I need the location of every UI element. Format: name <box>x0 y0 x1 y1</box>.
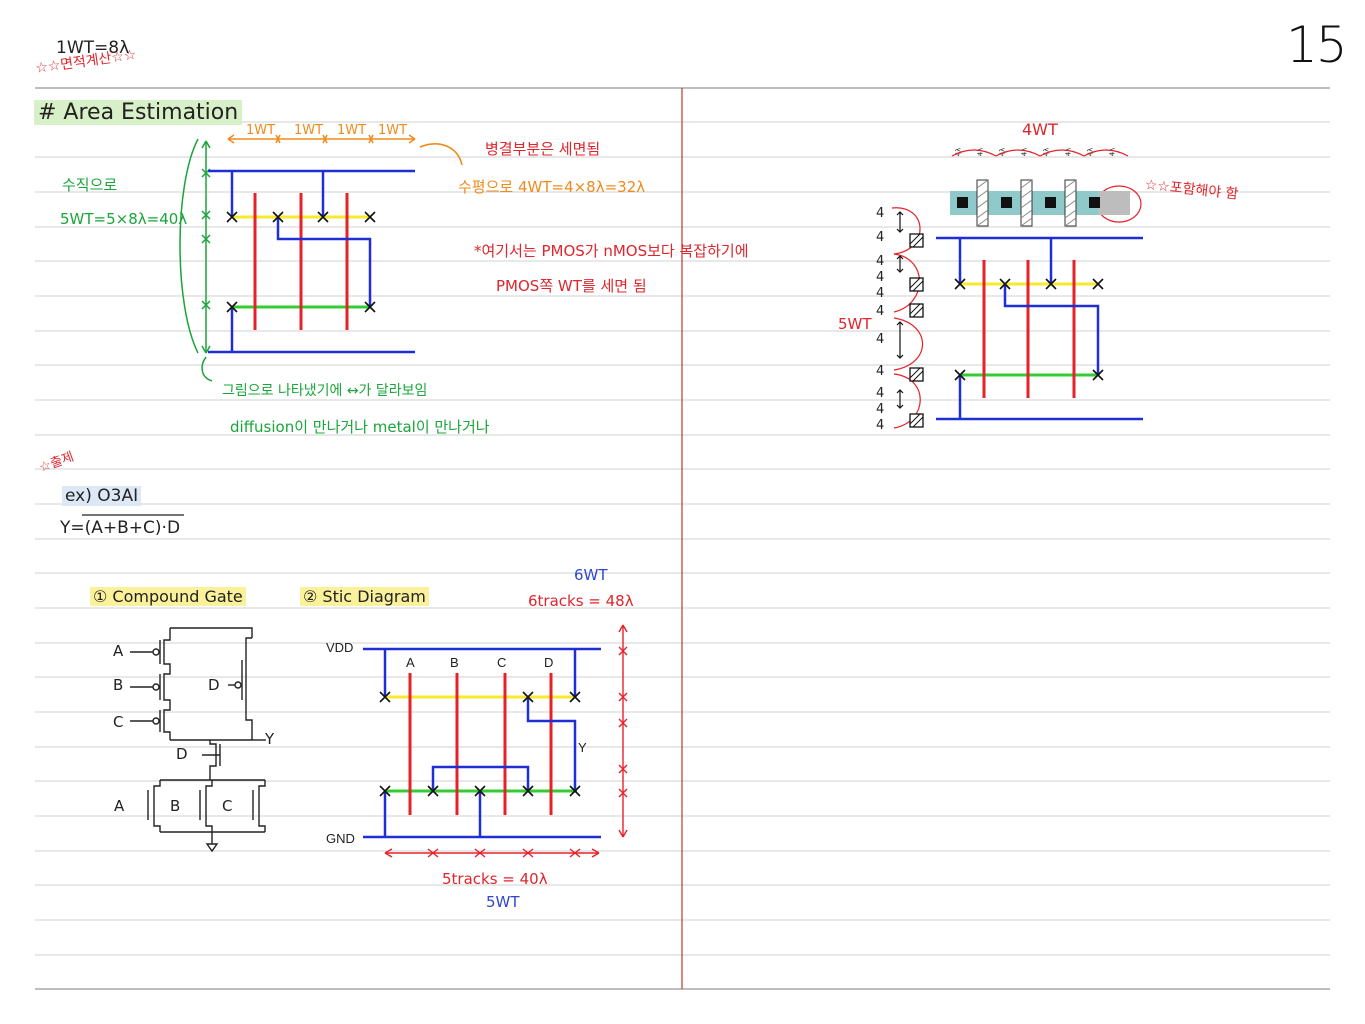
four-label: 4 <box>876 332 885 347</box>
overlap-note: 병결부분은 세면됨 <box>485 140 601 158</box>
stick-input-c: C <box>497 655 507 670</box>
input-label-b-nmos: B <box>170 797 181 815</box>
four-label: 4 <box>876 402 885 417</box>
four-label: 4 <box>876 304 885 319</box>
section-title-area-estimation: # Area Estimation <box>34 100 243 125</box>
wt-definition: 1WT=8λ <box>56 38 130 58</box>
height-arrows <box>179 138 213 382</box>
compound-gate-schematic <box>130 627 266 853</box>
vertical-note: 수직으로 <box>62 176 118 194</box>
stick-input-a: A <box>406 655 415 670</box>
stick-diagram <box>363 624 628 858</box>
vertical-calc: 5WT=5×8λ=40λ <box>60 210 188 228</box>
left-four-labels: 4 4 4 4 4 4 4 4 4 4 4 <box>876 206 890 433</box>
stick-output-y: Y <box>578 740 587 755</box>
pmos-note-1: *여기서는 PMOS가 nMOS보다 복잡하기에 <box>474 242 749 260</box>
vdd-label: VDD <box>326 640 354 655</box>
width-tracks-label: 5tracks = 40λ <box>442 870 548 888</box>
stick-input-b: B <box>450 655 459 670</box>
height-tracks-label: 6tracks = 48λ <box>528 592 634 610</box>
four-label: 4 <box>876 386 885 401</box>
drawing-note-2: diffusion이 만나거나 metal이 만나거나 <box>230 418 490 436</box>
equation-overbar <box>82 514 184 516</box>
input-label-c: C <box>113 713 124 731</box>
four-label: 4 <box>876 418 885 433</box>
input-label-a: A <box>113 642 124 660</box>
four-label: 4 <box>876 364 885 379</box>
stick-diagram-heading: ② Stic Diagram <box>300 587 429 606</box>
width-wt-label: 5WT <box>486 893 520 911</box>
four-label: 4 <box>876 206 885 221</box>
area-stick-diagram <box>179 134 463 382</box>
input-label-d-nmos: D <box>176 745 188 763</box>
page-number: 15 <box>1286 16 1348 74</box>
wt-label-4: 1WT <box>378 123 408 138</box>
right-width-label: 4WT <box>1022 120 1058 139</box>
input-label-c-nmos: C <box>222 797 233 815</box>
pmos-note-2: PMOS쪽 WT를 세면 됨 <box>496 277 647 295</box>
height-wt-label: 6WT <box>574 566 608 584</box>
drawing-note-1: 그림으로 나타냈기에 ↔가 달라보임 <box>222 383 428 399</box>
width-arrows <box>227 134 416 144</box>
four-label: 4 <box>876 230 885 245</box>
example-equation: Y=(A+B+C)·D <box>60 518 181 538</box>
input-label-d-pmos: D <box>208 676 220 694</box>
right-height-label: 5WT <box>838 315 872 333</box>
example-title: ex) O3AI <box>62 486 142 506</box>
four-label: 4 <box>876 270 885 285</box>
stick-input-d: D <box>544 655 554 670</box>
output-label-y: Y <box>265 730 275 748</box>
wt-label-3: 1WT <box>337 123 367 138</box>
four-label: 4 <box>876 254 885 269</box>
input-label-a-nmos: A <box>114 797 125 815</box>
input-label-b: B <box>113 676 124 694</box>
gnd-label: GND <box>326 831 355 846</box>
four-label: 4 <box>876 286 885 301</box>
wt-label-2: 1WT <box>294 123 324 138</box>
layout-diagram <box>891 149 1143 429</box>
wt-label-1: 1WT <box>246 123 276 138</box>
compound-gate-heading: ① Compound Gate <box>90 587 246 606</box>
horizontal-calc: 수평으로 4WT=4×8λ=32λ <box>458 178 646 196</box>
